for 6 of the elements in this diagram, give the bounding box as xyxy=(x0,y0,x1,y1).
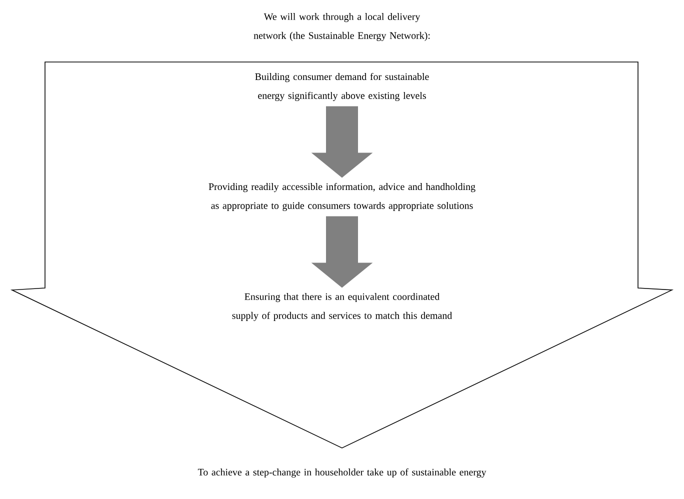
step-text: Building consumer demand for sustainable energy significantly above existing levels xyxy=(255,72,429,102)
title: We will work through a local delivery network (the Sustainable Energy Network): xyxy=(254,13,430,41)
step-text: Ensuring that there is an equivalent coordinated supply of products and services to match this demand xyxy=(232,292,452,321)
arrow-outline xyxy=(10,62,674,448)
caption: To achieve a step-change in householder take up of sustainable energy xyxy=(198,468,486,478)
step-text: Providing readily accessible information, advice and handholding as appropriate to guide consumers towards appropriate solutions xyxy=(208,182,476,212)
